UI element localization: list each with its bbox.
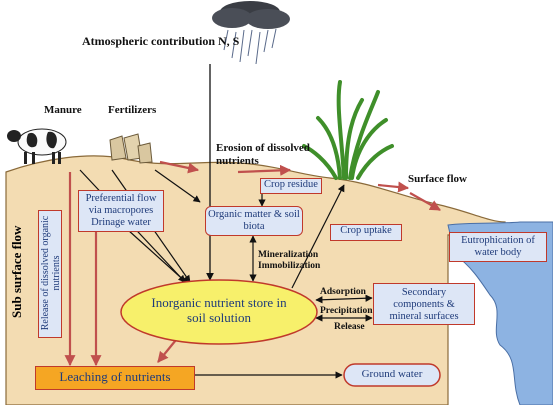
adsorption-label: Adsorption bbox=[320, 287, 366, 297]
inorganic-store-text: Inorganic nutrient store in soil solutio… bbox=[151, 295, 287, 325]
immobilization-label: Immobilization bbox=[258, 261, 321, 271]
release-label: Release bbox=[334, 322, 365, 332]
release-dissolved-box: Release of dissolved organic nutrients bbox=[38, 210, 62, 338]
precipitation-label: Precipitation bbox=[320, 306, 373, 316]
erosion-label: Erosion of dissolved nutrients bbox=[216, 142, 310, 168]
surface-flow-label: Surface flow bbox=[408, 173, 467, 185]
ground-water-text: Ground water bbox=[361, 368, 423, 380]
organic-matter-box: Organic matter & soil biota bbox=[205, 206, 303, 236]
fertilizers-label: Fertilizers bbox=[108, 104, 157, 116]
release-dissolved-text: Release of dissolved organic nutrients bbox=[40, 215, 62, 331]
inorganic-store-ellipse bbox=[120, 279, 318, 345]
ground-water-shape bbox=[343, 363, 441, 387]
eutrophication-box: Eutrophication of water body bbox=[449, 232, 547, 262]
manure-label: Manure bbox=[44, 104, 82, 116]
atmospheric-label: Atmospheric contribution N, S bbox=[82, 34, 240, 48]
preferential-flow-box: Preferential flow via macropores Drinage… bbox=[78, 190, 164, 232]
crop-uptake-box: Crop uptake bbox=[330, 224, 402, 241]
crop-residue-box: Crop residue bbox=[260, 178, 322, 194]
sub-surface-flow-label: Sub surface flow bbox=[9, 225, 24, 318]
crop-plant-icon bbox=[302, 80, 394, 180]
secondary-components-box: Secondary components & mineral surfaces bbox=[373, 283, 475, 325]
cow-icon bbox=[7, 128, 67, 164]
leaching-box: Leaching of nutrients bbox=[35, 366, 195, 390]
water-body bbox=[447, 221, 553, 405]
fertilizer-bags-icon bbox=[109, 133, 153, 164]
mineralization-label: Mineralization bbox=[258, 250, 319, 260]
rain-cloud-icon bbox=[212, 1, 290, 65]
